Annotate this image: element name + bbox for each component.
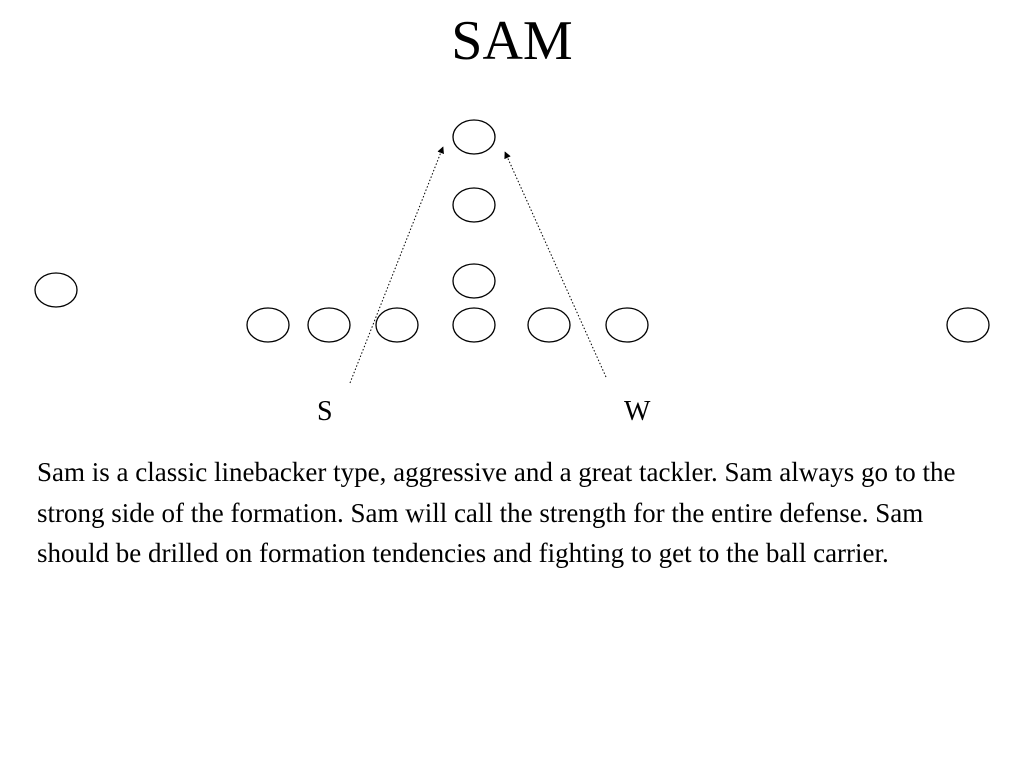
formation-diagram: S W xyxy=(34,119,990,427)
backfield-player-deep xyxy=(452,119,496,155)
line-player-5 xyxy=(527,307,571,343)
line-player-2 xyxy=(307,307,351,343)
line-player-3 xyxy=(375,307,419,343)
flanker-right xyxy=(946,307,990,343)
line-player-1 xyxy=(246,307,290,343)
backfield-player-near xyxy=(452,263,496,299)
weak-side-label: W xyxy=(624,396,651,427)
line-player-4 xyxy=(452,307,496,343)
sam-route-arrow xyxy=(349,146,444,384)
backfield-player-middle xyxy=(452,187,496,223)
description-text: Sam is a classic linebacker type, aggres… xyxy=(37,457,956,568)
slide-title: SAM xyxy=(451,10,573,72)
strong-side-label: S xyxy=(317,396,333,427)
will-route-arrow xyxy=(504,151,607,378)
split-end-left xyxy=(34,272,78,308)
line-player-6 xyxy=(605,307,649,343)
